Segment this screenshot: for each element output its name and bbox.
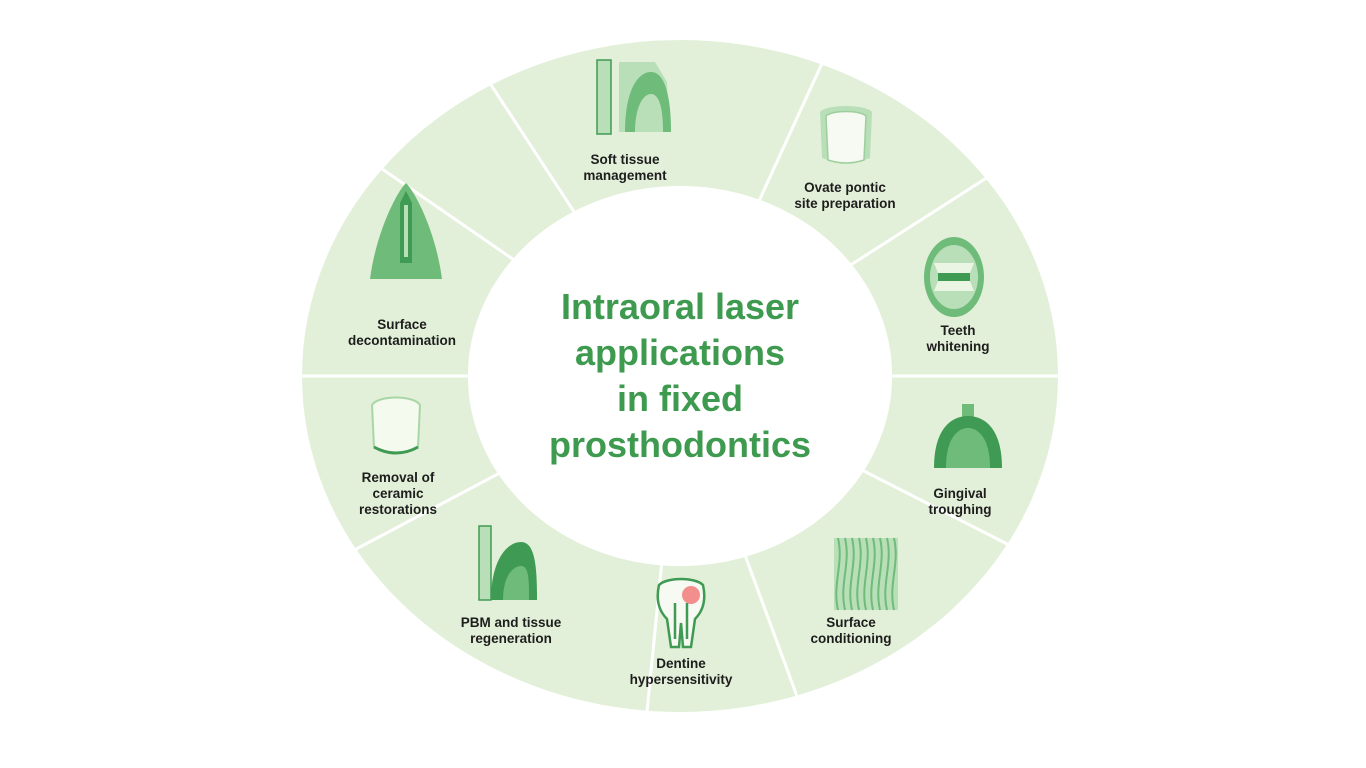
segment-divider (488, 82, 577, 215)
ceramic-crown-icon (370, 396, 422, 455)
center-disc (468, 186, 892, 566)
label-surface-decontamination: Surface decontamination (347, 317, 456, 348)
tooth-gum-icon (478, 525, 537, 601)
segment-divider (861, 468, 1010, 547)
segment-removal-of-ceramic-restorations (302, 376, 499, 550)
label-teeth-whitening: Teeth whitening (926, 323, 990, 354)
segment-icons (370, 59, 1002, 649)
segment-divider (379, 166, 516, 262)
segment-surface-decontamination (302, 85, 574, 376)
label-surface-conditioning: Surface conditioning (810, 615, 892, 646)
label-gingival-troughing: Gingival troughing (928, 486, 992, 517)
label-removal-of-ceramic-restorations: Removal of ceramic restorations (358, 470, 438, 517)
sensitive-tooth-icon (656, 577, 706, 649)
segment-divider (757, 61, 824, 203)
segment-divider (849, 176, 989, 267)
implant-section-icon (370, 183, 442, 279)
segment-divider (743, 554, 799, 698)
open-mouth-icon (924, 237, 984, 317)
impression-tray-icon (934, 404, 1002, 468)
segment-divider (353, 471, 501, 552)
label-dentine-hypersensitivity: Dentine hypersensitivity (629, 656, 733, 687)
label-pbm-and-tissue-regeneration: PBM and tissue regeneration (460, 615, 562, 646)
center-title: Intraoral laser applications in fixed pr… (549, 286, 811, 465)
soft-tissue-icon (596, 59, 671, 135)
enamel-texture-icon (834, 537, 898, 611)
label-soft-tissue-management: Soft tissue management (583, 152, 667, 183)
label-ovate-pontic-site-preparation: Ovate pontic site preparation (794, 180, 896, 211)
crown-icon (820, 106, 872, 164)
